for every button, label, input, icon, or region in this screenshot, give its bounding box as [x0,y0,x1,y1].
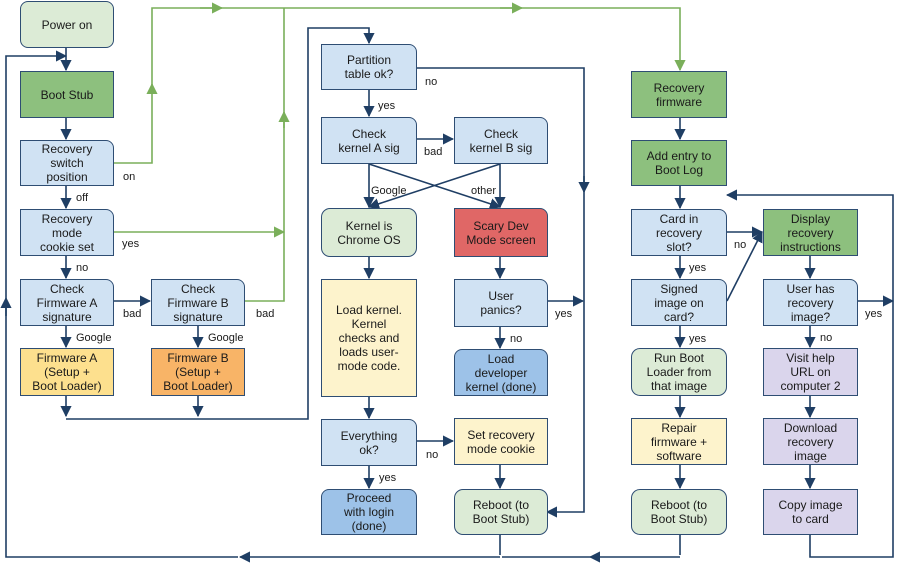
user-has-image-node: User has recovery image? [763,279,858,326]
kernel-chrome-os-node: Kernel is Chrome OS [321,208,417,257]
visit-help-url-node: Visit help URL on computer 2 [763,348,858,396]
user-panics-node: User panics? [454,279,548,327]
label-google-kernel: Google [371,185,407,197]
line-copy-loop [725,189,894,558]
line-checkb-bad [244,8,285,302]
everything-ok-node: Everything ok? [321,419,417,466]
signed-image-node: Signed image on card? [631,279,727,326]
label-other-kernel: other [471,185,497,197]
label-no-everything: no [426,449,439,461]
boot-stub-node: Boot Stub [20,71,114,118]
line-partition-no [417,67,585,518]
load-kernel-node: Load kernel. Kernel checks and loads use… [321,279,417,397]
label-no-card: no [734,239,747,251]
label-yes-cookie: yes [122,238,140,250]
firmware-a-node: Firmware A (Setup + Boot Loader) [20,348,114,396]
label-off: off [76,192,89,204]
label-bad-a: bad [123,308,142,320]
power-on-node: Power on [20,1,114,48]
line-switch-on [112,82,158,164]
load-developer-kernel-node: Load developer kernel (done) [454,349,548,396]
label-google-a: Google [76,332,112,344]
check-kernel-b-node: Check kernel B sig [454,117,548,164]
label-yes-panics: yes [555,308,573,320]
label-no-panics: no [510,333,523,345]
label-no-user-image: no [820,332,833,344]
add-boot-log-node: Add entry to Boot Log [631,140,727,186]
line-left-top [5,50,68,298]
label-on: on [123,171,136,183]
label-yes-signed: yes [689,333,707,345]
card-in-slot-node: Card in recovery slot? [631,209,727,256]
run-boot-loader-node: Run Boot Loader from that image [631,348,727,396]
label-yes-user-image: yes [865,308,883,320]
set-recovery-cookie-node: Set recovery mode cookie [454,418,548,465]
partition-table-node: Partition table ok? [321,44,417,90]
label-yes-card: yes [689,262,707,274]
arrow-signed-display [726,231,763,302]
recovery-cookie-node: Recovery mode cookie set [20,209,114,256]
recovery-firmware-node: Recovery firmware [631,71,727,118]
arrow-kernelb-chrome [367,163,501,210]
label-no-partition: no [425,76,438,88]
label-yes-everything: yes [379,472,397,484]
line-fw-join [66,27,375,420]
scary-dev-mode-node: Scary Dev Mode screen [454,208,548,257]
recovery-switch-node: Recovery switch position [20,140,114,186]
label-bad-kernel: bad [424,146,443,158]
reboot-node-2: Reboot (to Boot Stub) [631,489,727,535]
label-yes-partition: yes [378,100,396,112]
label-bad-b: bad [256,308,275,320]
proceed-with-login-node: Proceed with login (done) [321,489,417,535]
display-instructions-node: Display recovery instructions [763,209,858,256]
label-no-cookie: no [76,262,89,274]
repair-firmware-node: Repair firmware + software [631,418,727,465]
reboot-node-1: Reboot (to Boot Stub) [454,489,548,535]
check-firmware-b-node: Check Firmware B signature [151,279,245,326]
check-kernel-a-node: Check kernel A sig [321,117,417,164]
check-firmware-a-node: Check Firmware A signature [20,279,114,326]
copy-image-node: Copy image to card [763,489,858,535]
line-green-top [151,7,686,88]
firmware-b-node: Firmware B (Setup + Boot Loader) [151,348,245,396]
label-google-b: Google [208,332,244,344]
line-left-return [5,300,238,558]
download-image-node: Download recovery image [763,418,858,465]
